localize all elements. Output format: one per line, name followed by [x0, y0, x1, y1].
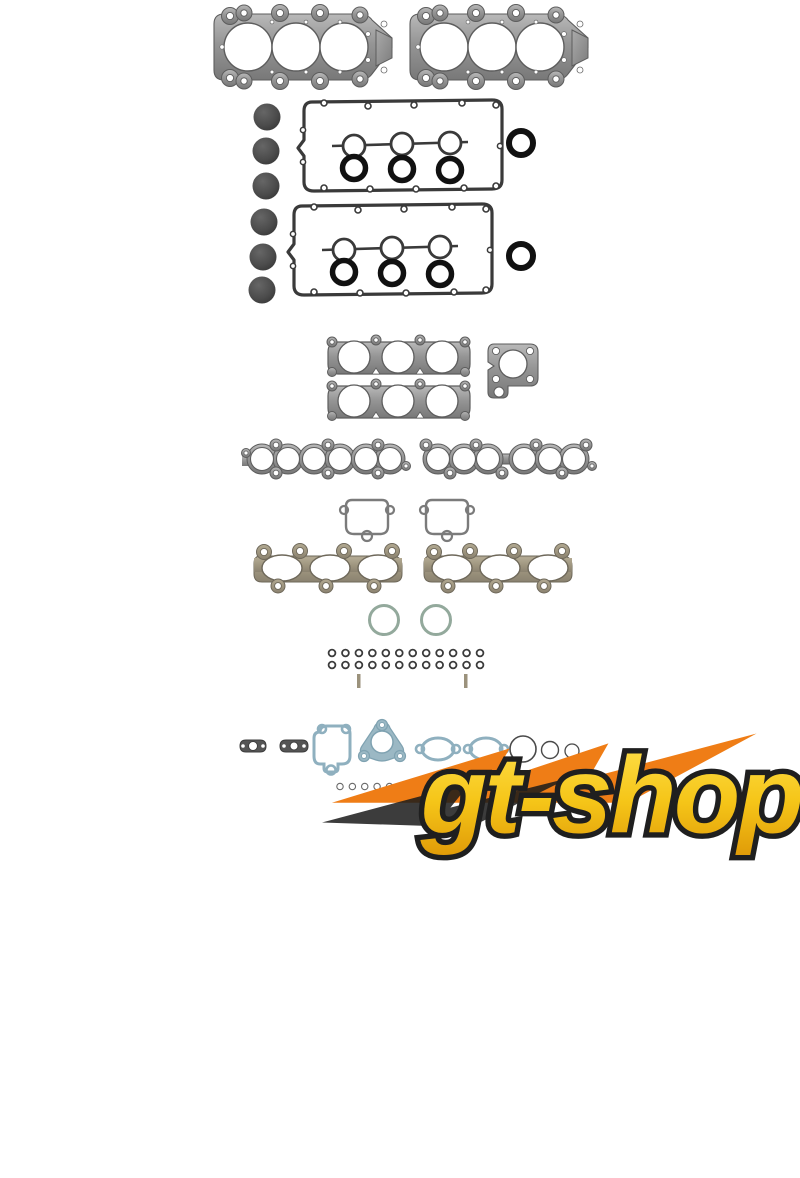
part-valve-cover-gasket-upper: [298, 100, 503, 192]
part-small-oval-gasket-2: [279, 739, 309, 753]
seal-ring: [394, 648, 404, 658]
part-plenum-gasket-lower: [326, 378, 471, 422]
part-dowel-pin-right: [464, 674, 468, 688]
part-camshaft-seal-upper: [506, 128, 536, 158]
part-valve-stem-seals-row-2: [327, 660, 485, 670]
part-valve-cover-gasket-lower: [288, 204, 493, 296]
seal-ring: [472, 782, 480, 791]
seal-ring: [475, 648, 485, 658]
seal-ring: [448, 660, 458, 670]
seal-ring: [435, 782, 443, 791]
seal-ring: [422, 782, 431, 791]
seal-ring: [408, 648, 418, 658]
part-water-outlet-gasket-right: [418, 498, 476, 543]
part-o-ring-small-1: [540, 740, 560, 760]
seal-ring: [410, 782, 418, 791]
seal-ring: [336, 782, 344, 791]
part-exhaust-manifold-gasket-right: [423, 542, 573, 594]
part-intake-manifold-gasket-left: [241, 438, 411, 480]
seal-ring: [448, 648, 458, 658]
seal-ring: [394, 660, 404, 670]
seal-ring: [381, 660, 391, 670]
part-water-pump-gasket: [312, 723, 352, 776]
part-camshaft-seal-lower: [506, 241, 536, 271]
seal-ring: [408, 660, 418, 670]
part-small-oval-gasket-1: [239, 739, 267, 753]
part-intake-manifold-gasket-right: [419, 438, 597, 480]
cam-plug: [252, 172, 280, 200]
seal-ring: [421, 648, 431, 658]
seal-ring: [398, 782, 406, 791]
seal-ring: [447, 782, 456, 791]
part-o-ring-large-left: [368, 604, 400, 636]
cam-plug: [252, 137, 280, 165]
part-seal-ring-row-bottom: [336, 782, 480, 791]
seal-ring: [368, 648, 377, 658]
part-head-gasket-right: [409, 3, 589, 91]
cam-plug: [250, 208, 278, 236]
part-exhaust-flange-gasket-2: [462, 736, 510, 762]
part-o-ring-small-2: [564, 743, 580, 759]
seal-ring: [381, 648, 391, 658]
seal-ring: [341, 648, 350, 658]
seal-ring: [360, 782, 369, 791]
product-image-canvas: gt-shop .ru: [213, 3, 800, 862]
part-cam-plug-column: [248, 103, 281, 304]
gasket-set-illustration: [213, 3, 597, 791]
part-water-outlet-gasket-left: [338, 498, 396, 543]
seal-ring: [475, 660, 485, 670]
seal-ring: [435, 660, 444, 670]
part-valve-stem-seals-row-1: [327, 648, 485, 658]
cam-plug: [249, 243, 277, 271]
part-o-ring-large-right: [420, 604, 452, 636]
cam-plug: [248, 276, 276, 304]
seal-ring: [354, 648, 364, 658]
seal-ring: [327, 660, 337, 670]
seal-ring: [385, 782, 394, 791]
part-throttle-body-gasket: [487, 343, 539, 399]
seal-ring: [435, 648, 444, 658]
seal-ring: [373, 782, 381, 791]
part-exhaust-manifold-gasket-left: [253, 542, 403, 594]
part-dowel-pin-left: [357, 674, 361, 688]
seal-ring: [421, 660, 431, 670]
seal-ring: [462, 648, 471, 658]
part-o-ring-medium: [509, 735, 537, 763]
seal-ring: [368, 660, 377, 670]
part-thermostat-housing-gasket: [357, 718, 407, 763]
part-exhaust-flange-gasket-1: [414, 736, 462, 762]
seal-ring: [459, 782, 468, 791]
seal-ring: [348, 782, 357, 791]
cam-plug: [253, 103, 281, 131]
part-head-gasket-left: [213, 3, 393, 91]
seal-ring: [341, 660, 350, 670]
seal-ring: [327, 648, 337, 658]
seal-ring: [462, 660, 471, 670]
part-plenum-gasket: [326, 334, 471, 378]
seal-ring: [354, 660, 364, 670]
